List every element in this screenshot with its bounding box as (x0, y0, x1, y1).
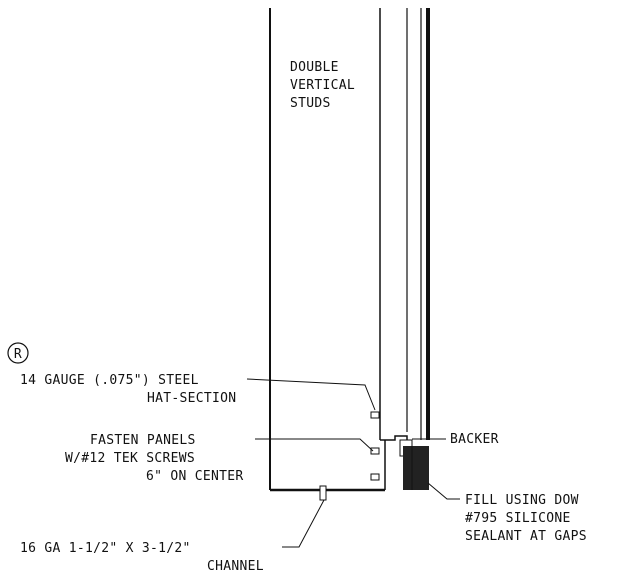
fasten-leader (255, 438, 374, 452)
channel-line-1: 16 GA 1-1/2" X 3-1/2" (20, 541, 191, 556)
hat-section-line-2: HAT-SECTION (147, 391, 236, 406)
fill-line-1: FILL USING DOW (465, 493, 579, 508)
stud-frame (269, 8, 430, 490)
fasten-line-2: W/#12 TEK SCREWS (65, 451, 195, 466)
studs-line-2: VERTICAL (290, 78, 355, 93)
label-fill: FILL USING DOW #795 SILICONE SEALANT AT … (427, 482, 587, 544)
hat-screw-bottom-icon (370, 473, 380, 481)
hat-section (370, 411, 408, 481)
hat-screw-top-icon (370, 411, 380, 419)
label-hat-section: 14 GAUGE (.075") STEEL HAT-SECTION (20, 373, 376, 411)
hat-section-line-1: 14 GAUGE (.075") STEEL (20, 373, 199, 388)
callout-symbol: R (14, 347, 22, 362)
callout-marker: R (7, 342, 29, 364)
hat-section-leader (246, 378, 376, 411)
fill-line-3: SEALANT AT GAPS (465, 529, 587, 544)
fasten-line-3: 6" ON CENTER (146, 469, 244, 484)
channel-screw-icon (319, 485, 327, 501)
studs-line-3: STUDS (290, 96, 331, 111)
backer-block (399, 439, 429, 490)
backer-text: BACKER (450, 432, 499, 447)
fasten-line-1: FASTEN PANELS (90, 433, 196, 448)
label-channel: 16 GA 1-1/2" X 3-1/2" CHANNEL (20, 499, 325, 574)
sealant-fill (403, 446, 429, 490)
fill-leader (427, 482, 460, 500)
channel (270, 440, 386, 501)
callout-circle (7, 342, 29, 364)
hat-section-profile (380, 435, 408, 441)
label-studs: DOUBLE VERTICAL STUDS (290, 60, 355, 111)
hat-screw-mid-icon (370, 447, 380, 455)
channel-line-2: CHANNEL (207, 559, 264, 574)
channel-leader (282, 499, 325, 548)
studs-line-1: DOUBLE (290, 60, 339, 75)
fill-line-2: #795 SILICONE (465, 511, 571, 526)
label-backer: BACKER (412, 432, 499, 447)
label-fasten: FASTEN PANELS W/#12 TEK SCREWS 6" ON CEN… (65, 433, 374, 484)
